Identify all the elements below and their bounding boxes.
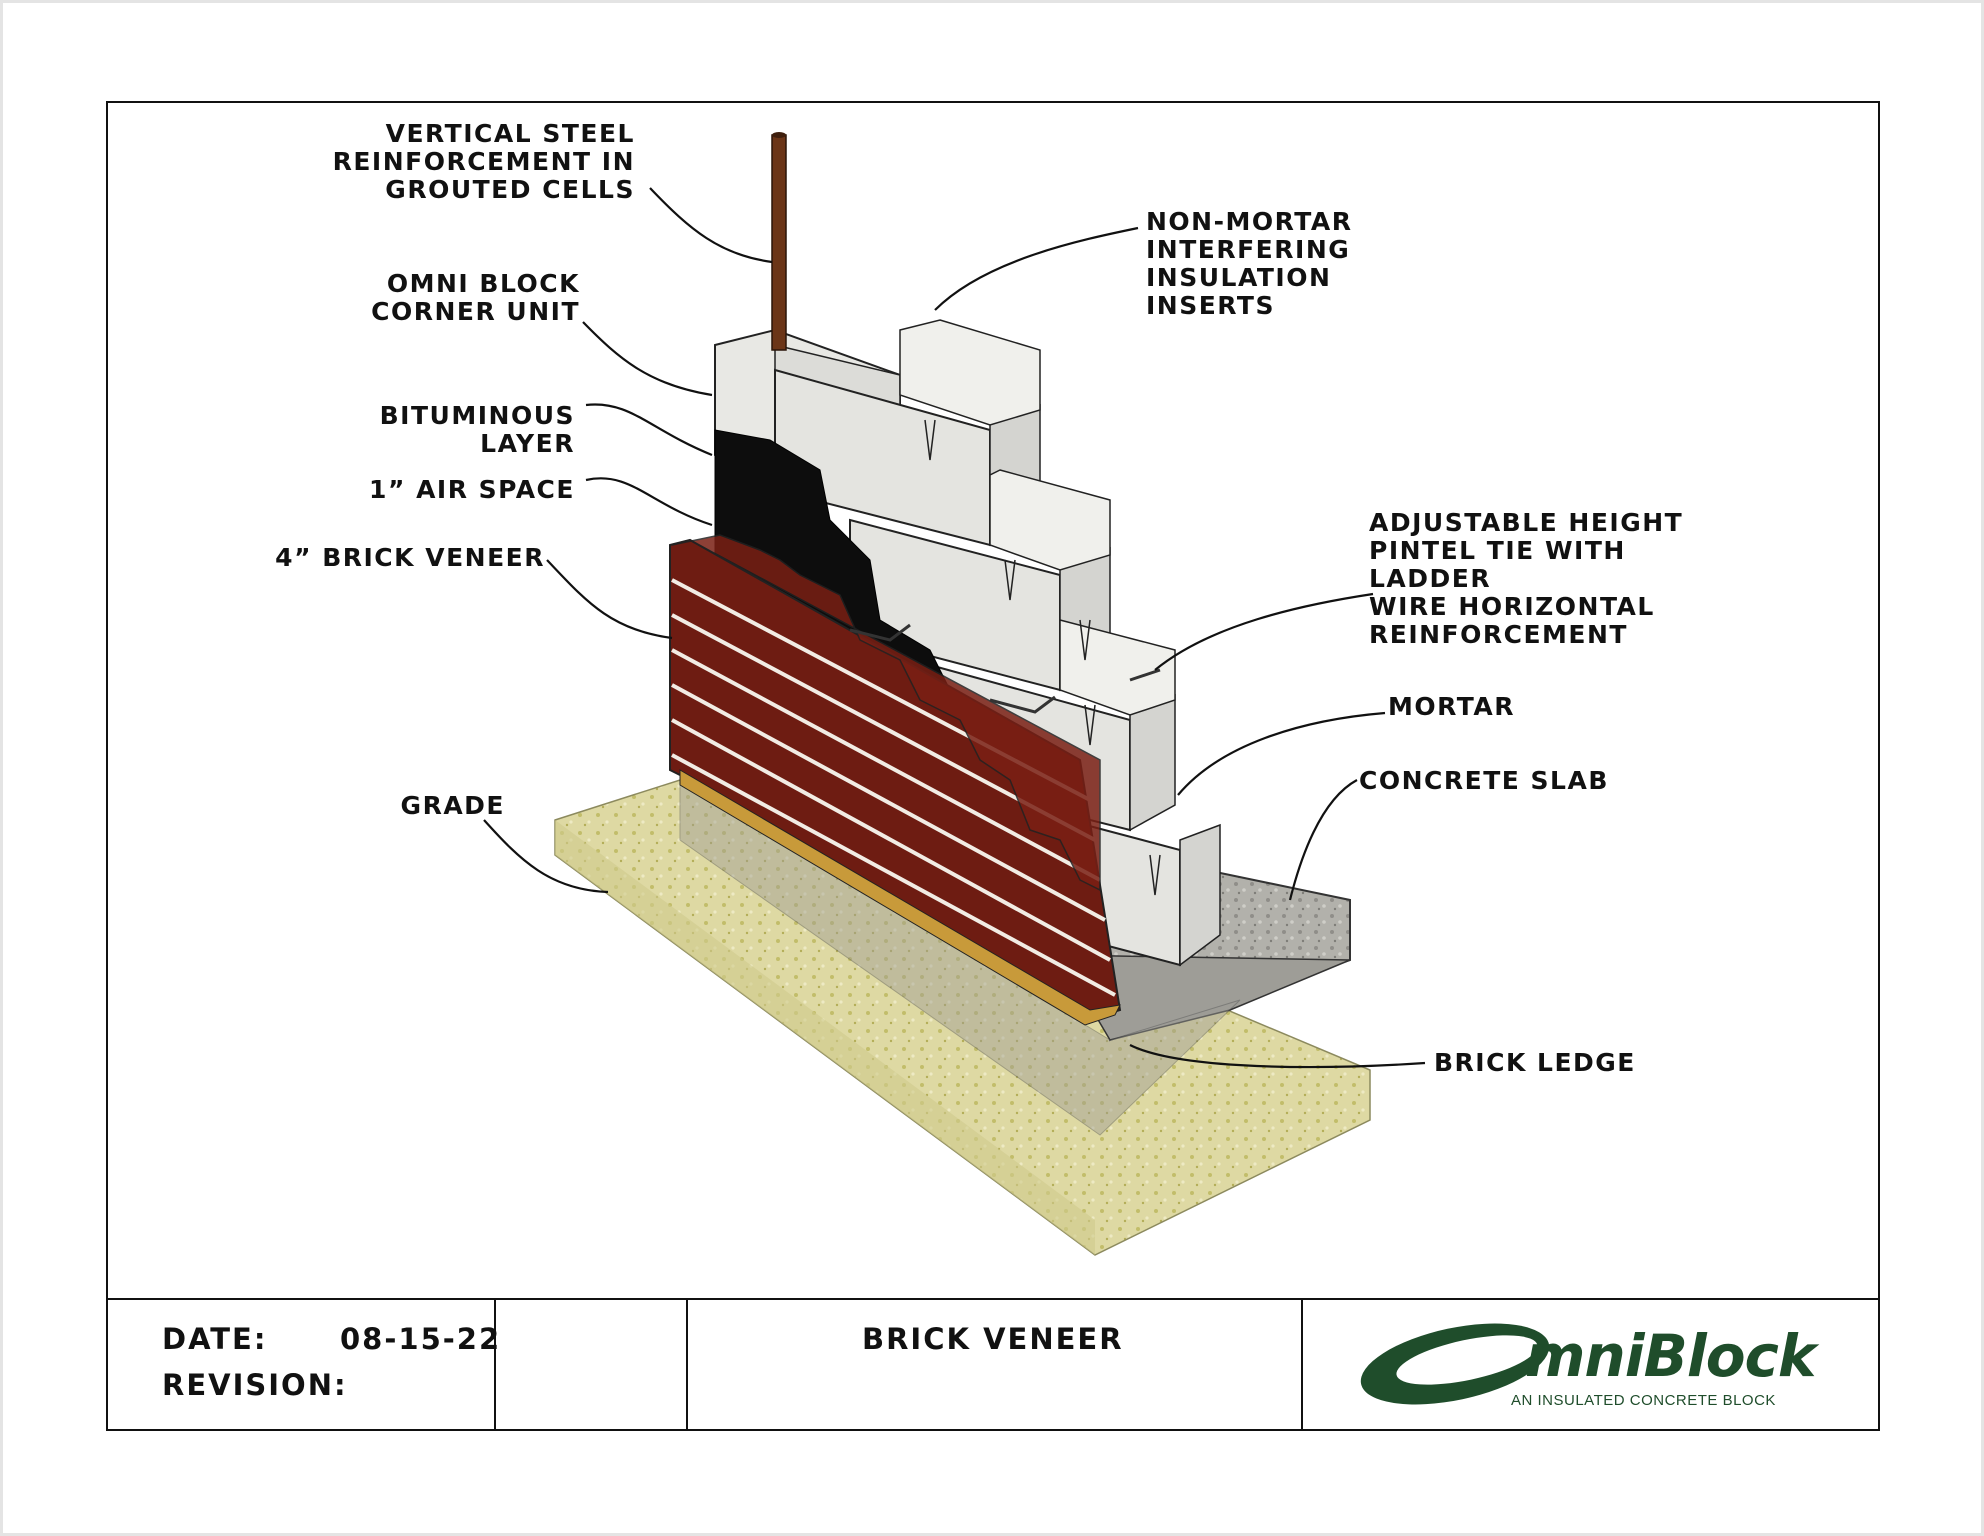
label-vertical-steel: VERTICAL STEEL REINFORCEMENT IN GROUTED … — [332, 119, 635, 204]
vertical-rebar — [771, 132, 787, 351]
label-air-space: 1” AIR SPACE — [369, 475, 575, 504]
date-value: 08-15-22 — [340, 1322, 502, 1356]
label-bituminous-layer: BITUMINOUS LAYER — [379, 401, 575, 458]
logo-wordmark: mniBlock — [1525, 1322, 1816, 1390]
date-label: DATE: — [162, 1322, 268, 1356]
omniblock-logo-swoosh — [1360, 1323, 1550, 1405]
label-non-mortar-inserts: NON-MORTAR INTERFERING INSULATION INSERT… — [1146, 207, 1353, 320]
omniblock-logo: mniBlock AN INSULATED CONCRETE BLOCK — [1355, 1316, 1835, 1416]
label-omni-block-corner-unit: OMNI BLOCK CORNER UNIT — [371, 269, 580, 326]
pintel-ties — [849, 623, 1161, 714]
label-brick-veneer: 4” BRICK VENEER — [275, 543, 545, 572]
title-block-divider — [494, 1298, 496, 1431]
title-block-divider — [686, 1298, 688, 1431]
label-mortar: MORTAR — [1388, 692, 1515, 721]
title-block-divider — [1301, 1298, 1303, 1431]
label-grade: GRADE — [400, 791, 505, 820]
label-brick-ledge: BRICK LEDGE — [1434, 1048, 1636, 1077]
drawing-frame — [106, 101, 1880, 1431]
title-block-top-rule — [106, 1298, 1880, 1300]
brick-veneer — [669, 534, 1122, 1026]
revision-label: REVISION: — [162, 1368, 348, 1402]
label-pintel-tie: ADJUSTABLE HEIGHT PINTEL TIE WITH LADDER… — [1369, 508, 1684, 649]
logo-tagline: AN INSULATED CONCRETE BLOCK — [1511, 1392, 1776, 1409]
leader-lines — [483, 187, 1426, 1069]
drawing-title: BRICK VENEER — [862, 1322, 1124, 1356]
label-concrete-slab: CONCRETE SLAB — [1359, 766, 1609, 795]
